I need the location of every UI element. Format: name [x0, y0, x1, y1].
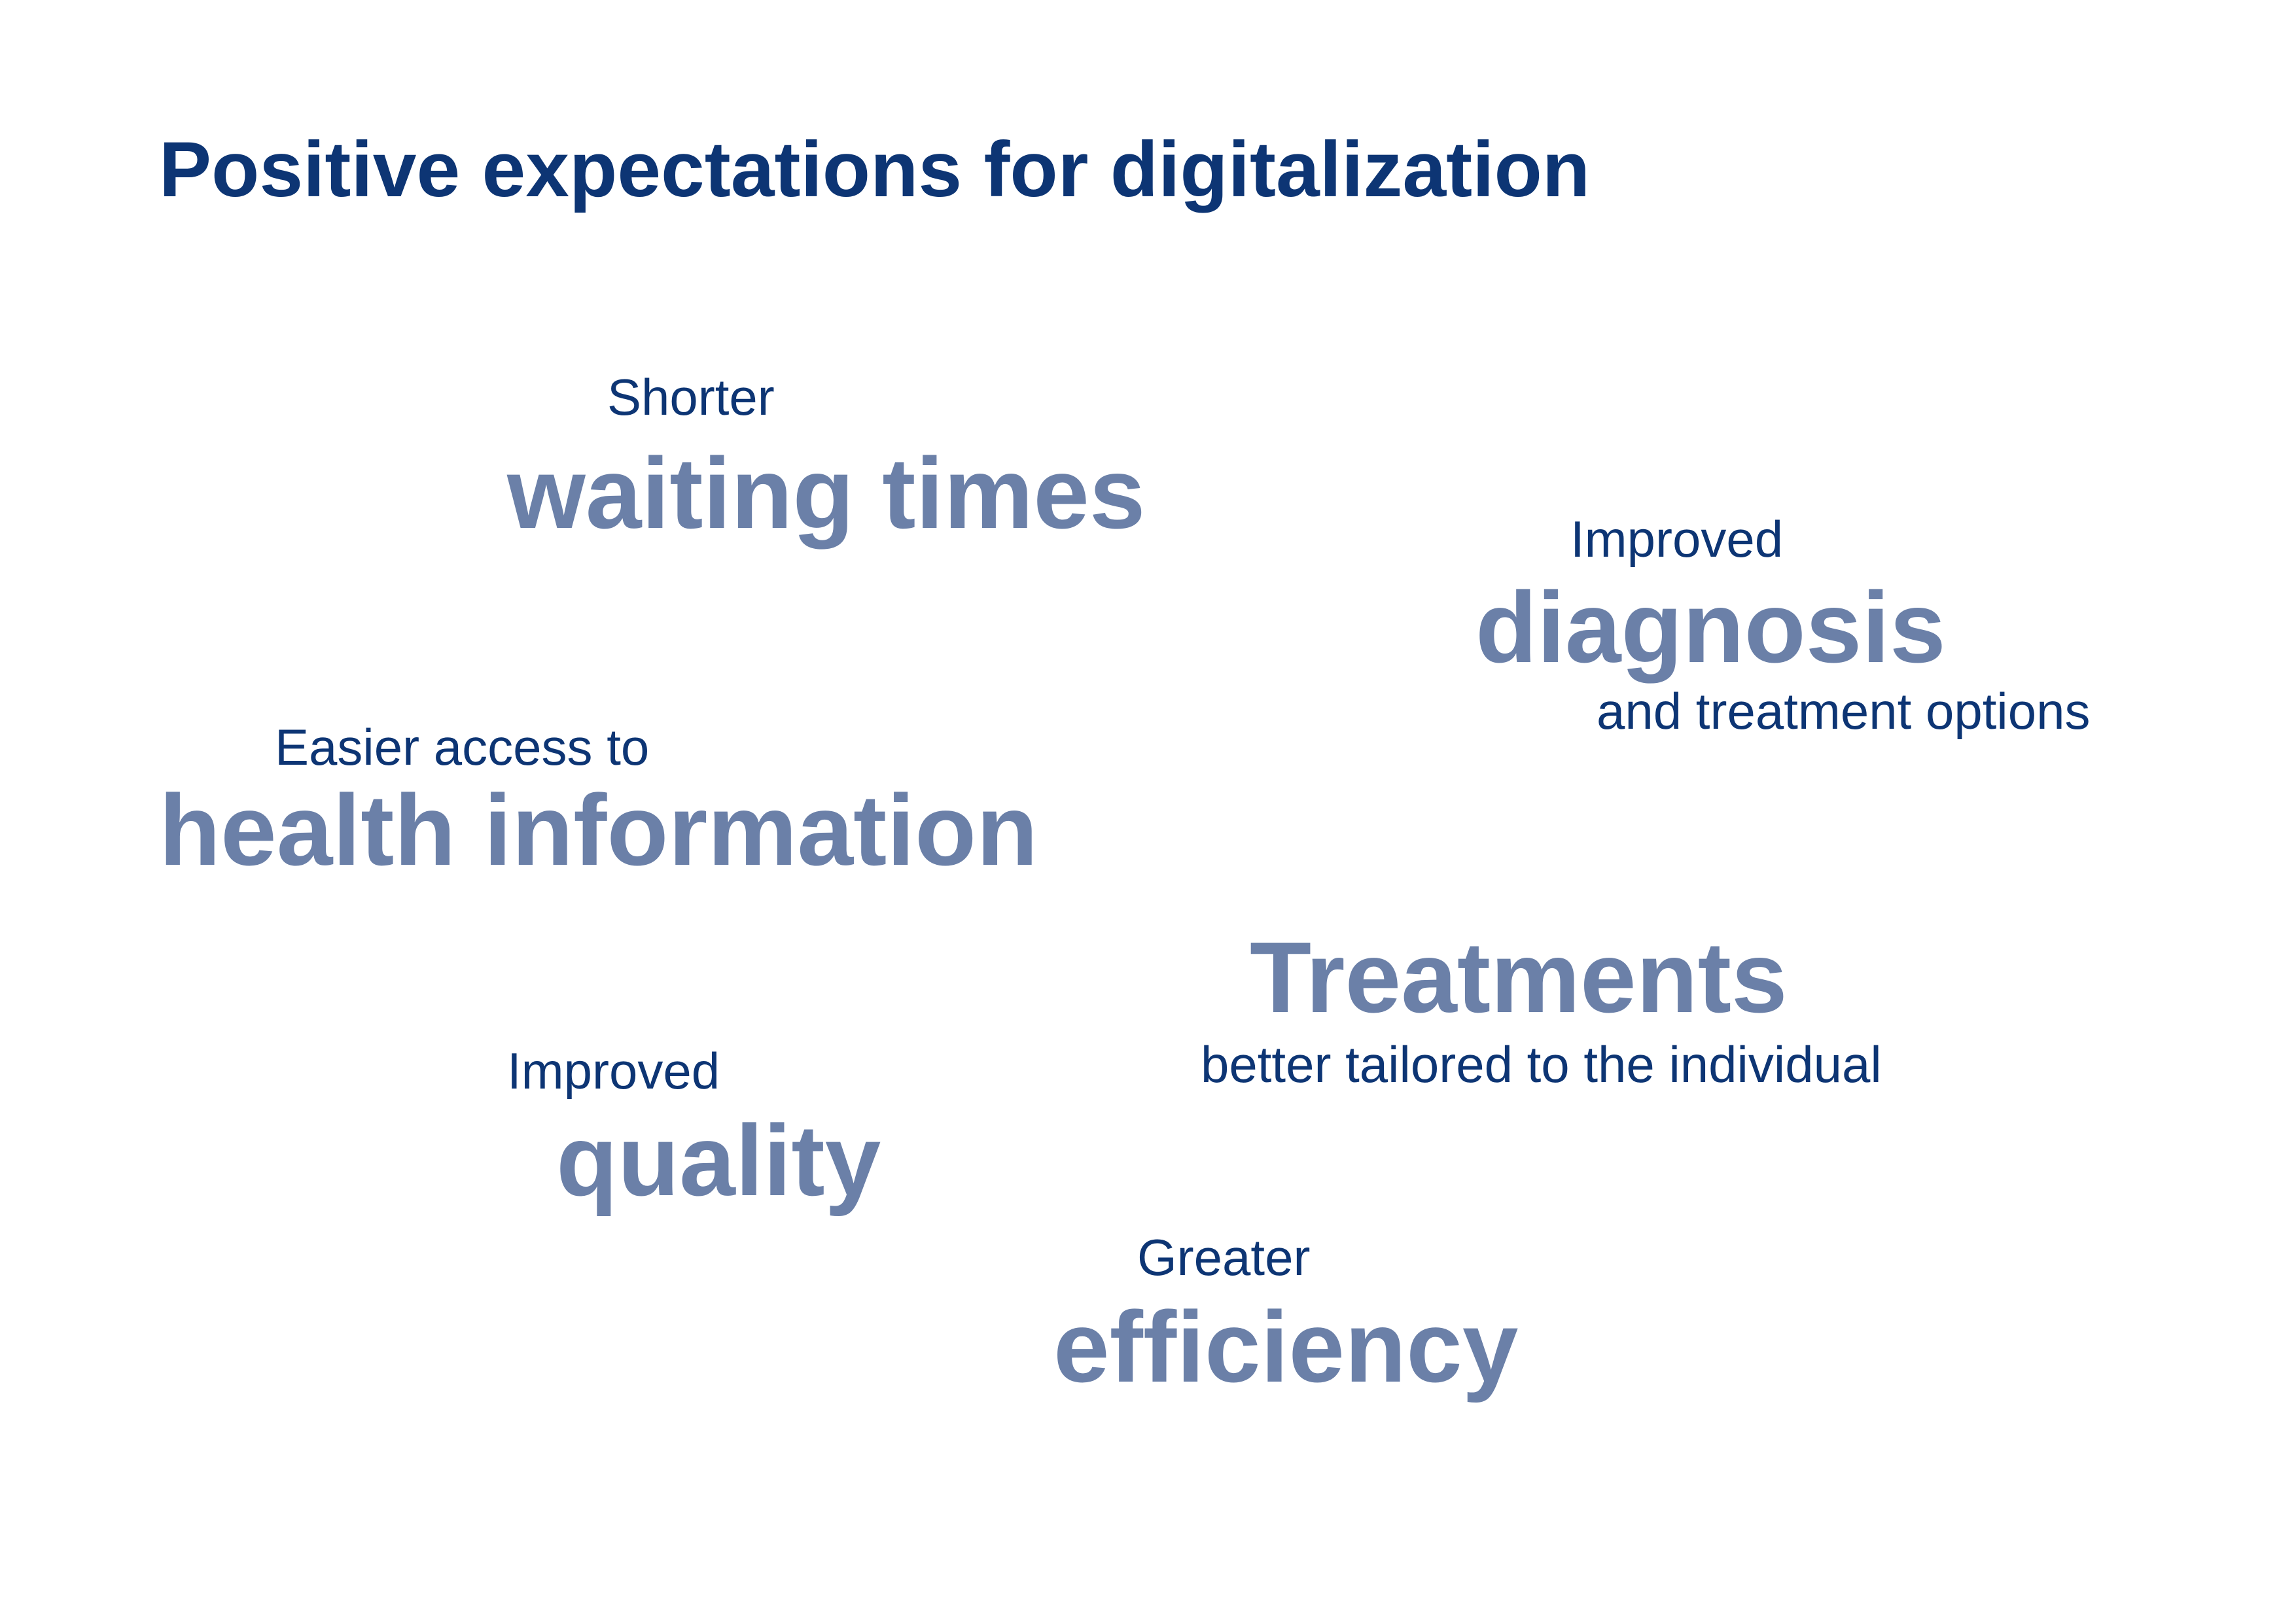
treatments-suffix: better tailored to the individual: [1201, 1036, 1882, 1093]
waiting-times-keyword: waiting times: [507, 437, 1146, 550]
health-information-keyword: health information: [159, 774, 1038, 886]
quality-prefix: Improved: [507, 1042, 720, 1100]
treatments-keyword: Treatments: [1250, 921, 1788, 1034]
diagnosis-suffix: and treatment options: [1597, 682, 2091, 740]
efficiency-prefix: Greater: [1137, 1229, 1311, 1286]
efficiency-keyword: efficiency: [1053, 1291, 1519, 1403]
diagnosis-keyword: diagnosis: [1475, 571, 1946, 684]
waiting-times-prefix: Shorter: [607, 368, 775, 426]
page-title: Positive expectations for digitalization: [159, 126, 1591, 213]
quality-keyword: quality: [556, 1104, 881, 1217]
health-information-prefix: Easier access to: [275, 718, 650, 776]
diagnosis-prefix: Improved: [1570, 510, 1784, 568]
